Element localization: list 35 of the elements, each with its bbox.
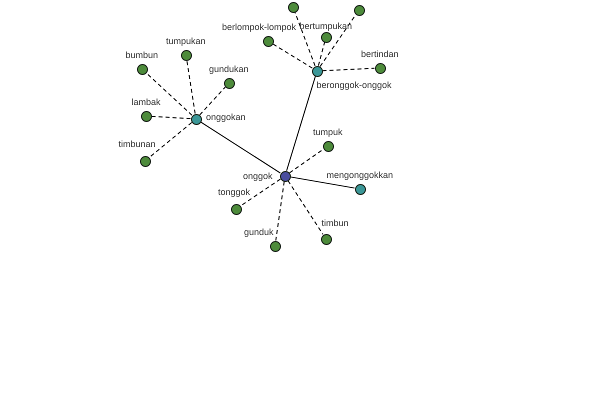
- dashed-connector: [146, 72, 192, 116]
- graph-node: [288, 2, 298, 12]
- dashed-connector: [322, 68, 375, 72]
- dashed-connector: [288, 180, 324, 235]
- node-label: timbunan: [118, 139, 156, 149]
- graph-node: [354, 4, 364, 16]
- dashed-connector: [294, 12, 316, 66]
- dashed-connector: [240, 178, 281, 206]
- node-label: tumpukan: [166, 36, 206, 46]
- node-label: beronggok-onggok: [316, 80, 392, 90]
- dashed-connector: [318, 42, 326, 66]
- dashed-connector: [148, 122, 192, 158]
- dashed-connector: [320, 14, 356, 67]
- node-label: onggokan: [206, 112, 246, 122]
- node-label: tonggok: [218, 187, 250, 197]
- dashed-connector: [151, 116, 191, 120]
- node-label: bertumpukan: [300, 20, 352, 30]
- node-label: onggok: [243, 171, 273, 181]
- node-label: bertindan: [361, 49, 399, 59]
- node-label: tumpuk: [313, 127, 343, 137]
- dashed-connector: [289, 148, 324, 174]
- dashed-connector: [199, 86, 226, 116]
- node-label: mengonggokkan: [326, 170, 394, 180]
- connector-line: [200, 121, 281, 174]
- dashed-connector: [275, 180, 285, 242]
- dashed-connector: [272, 43, 313, 69]
- node-label: timbun: [322, 218, 349, 228]
- connector-line: [286, 76, 316, 172]
- node-label: berlompok-lompok: [222, 22, 296, 32]
- node-label: gunduk: [244, 227, 274, 237]
- dashed-connector: [186, 60, 196, 114]
- node-label: bumbun: [126, 50, 158, 60]
- node-label: gundukan: [209, 64, 249, 74]
- node-label: lambak: [132, 97, 161, 107]
- connector-line: [290, 176, 356, 189]
